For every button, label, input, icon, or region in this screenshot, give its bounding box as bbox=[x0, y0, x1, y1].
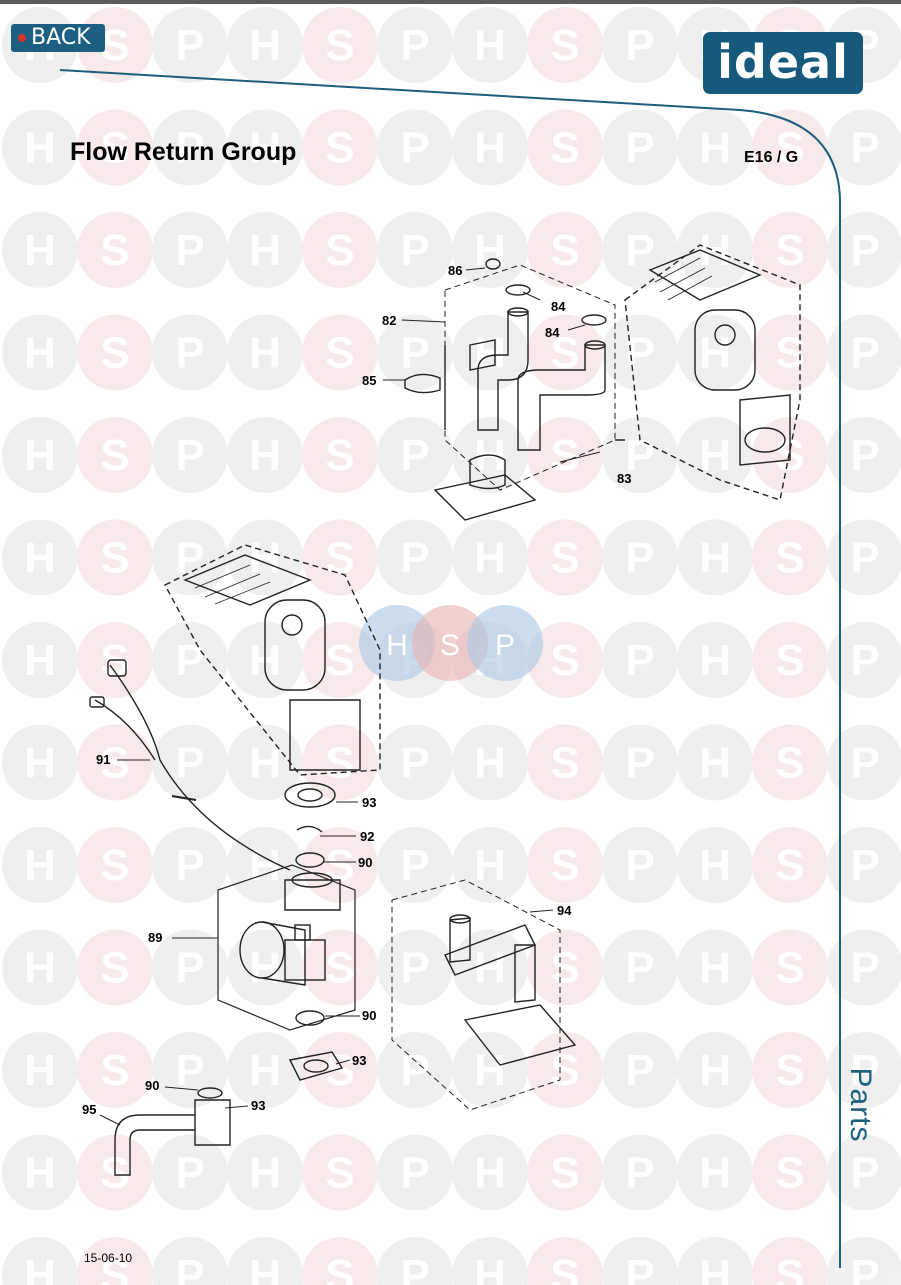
return-elbow-94 bbox=[391, 879, 577, 1111]
callout-93a: 93 bbox=[362, 795, 376, 810]
callout-93b: 93 bbox=[352, 1053, 366, 1068]
callout-91: 91 bbox=[96, 752, 110, 767]
callout-90a: 90 bbox=[358, 855, 372, 870]
bypass-pipe-95 bbox=[114, 1087, 231, 1176]
top-border bbox=[0, 0, 901, 4]
callout-86: 86 bbox=[448, 263, 462, 278]
callout-90c: 90 bbox=[145, 1078, 159, 1093]
callout-92: 92 bbox=[360, 829, 374, 844]
callout-93c: 93 bbox=[251, 1098, 265, 1113]
callout-84a: 84 bbox=[551, 299, 566, 314]
boiler-body-upper bbox=[624, 244, 801, 501]
back-button[interactable]: BACK bbox=[11, 24, 105, 52]
nuts-washers bbox=[284, 782, 344, 1081]
callout-90b: 90 bbox=[362, 1008, 376, 1023]
callout-85: 85 bbox=[362, 373, 376, 388]
back-button-label: BACK bbox=[31, 25, 91, 50]
callout-leaders bbox=[99, 267, 601, 1126]
callout-82: 82 bbox=[382, 313, 396, 328]
boiler-body-lower bbox=[164, 544, 381, 776]
pump-assembly bbox=[217, 864, 356, 1031]
callout-95: 95 bbox=[82, 1102, 96, 1117]
callout-83: 83 bbox=[617, 471, 631, 486]
back-bullet-icon bbox=[18, 34, 26, 42]
callout-94: 94 bbox=[557, 903, 572, 918]
pump-cable bbox=[89, 659, 291, 871]
flow-return-pipes bbox=[404, 258, 625, 521]
callout-89: 89 bbox=[148, 930, 162, 945]
revision-date: 15-06-10 bbox=[84, 1251, 133, 1265]
callout-84b: 84 bbox=[545, 325, 560, 340]
